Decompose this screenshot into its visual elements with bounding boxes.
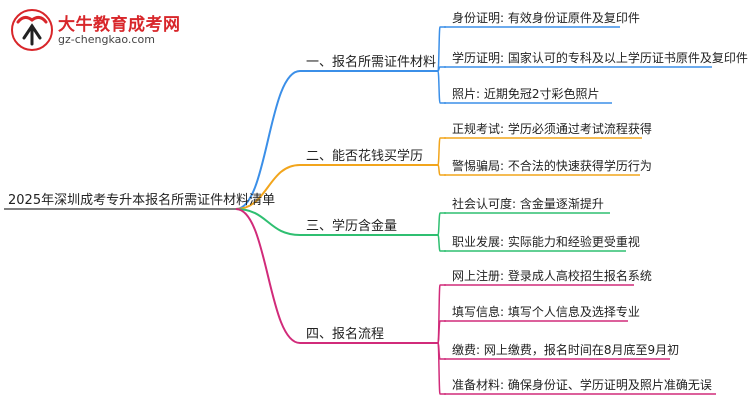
branch-1-leaf-2-label: 学历证明: 国家认可的专科及以上学历证书原件及复印件 bbox=[452, 50, 748, 65]
root-to-branch-4-connector bbox=[235, 208, 301, 344]
branch-2-label: 二、能否花钱买学历 bbox=[306, 148, 423, 164]
mind-map-nodes: 2025年深圳成考专升本报名所需证件材料清单 一、报名所需证件材料 身份证明: 有效… bbox=[8, 10, 748, 392]
root-to-branch-1-connector bbox=[235, 70, 301, 210]
branch-4-leaf-2-label: 填写信息: 填写个人信息及选择专业 bbox=[452, 304, 640, 319]
root-to-branch-2-connector bbox=[235, 164, 301, 210]
branch-1-leaf-1-label: 身份证明: 有效身份证原件及复印件 bbox=[452, 10, 640, 25]
branch-2-leaf-2-connector bbox=[437, 164, 446, 176]
branch-2-leaf-1-connector bbox=[437, 137, 446, 166]
branch-1-leaf-3-connector bbox=[437, 70, 446, 104]
branch-4-leaf-2-connector bbox=[437, 320, 446, 344]
branch-3-label: 三、学历含金量 bbox=[306, 218, 397, 234]
branch-2-leaf-1-label: 正规考试: 学历必须通过考试流程获得 bbox=[452, 121, 652, 136]
branch-4-leaf-1-label: 网上注册: 登录成人高校招生报名系统 bbox=[452, 268, 652, 283]
site-logo: 大牛教育成考网 gz-chengkao.com bbox=[10, 8, 180, 52]
bull-logo-icon bbox=[11, 9, 53, 51]
root-node-label: 2025年深圳成考专升本报名所需证件材料清单 bbox=[8, 192, 275, 208]
branch-3-leaf-1-connector bbox=[437, 212, 446, 236]
branch-1-leaf-3-label: 照片: 近期免冠2寸彩色照片 bbox=[452, 86, 600, 101]
logo-url: gz-chengkao.com bbox=[58, 33, 155, 46]
branch-3-leaf-2-label: 职业发展: 实际能力和经验更受重视 bbox=[452, 234, 640, 249]
branch-4-label: 四、报名流程 bbox=[306, 326, 384, 342]
logo-name: 大牛教育成考网 bbox=[58, 15, 181, 35]
root-to-branch-3-connector bbox=[235, 208, 301, 236]
branch-4-leaf-4-connector bbox=[437, 342, 446, 395]
branch-1-label: 一、报名所需证件材料 bbox=[306, 54, 436, 70]
branch-1-leaf-1-connector bbox=[437, 26, 446, 72]
branch-3-leaf-1-label: 社会认可度: 含金量逐渐提升 bbox=[452, 196, 604, 211]
mind-map-edges bbox=[4, 26, 716, 395]
branch-3-leaf-2-connector bbox=[437, 234, 446, 252]
branch-4-leaf-3-label: 缴费: 网上缴费，报名时间在8月底至9月初 bbox=[452, 342, 679, 357]
branch-4-leaf-4-label: 准备材料: 确保身份证、学历证明及照片准确无误 bbox=[452, 377, 712, 392]
branch-2-leaf-2-label: 警惕骗局: 不合法的快速获得学历行为 bbox=[452, 158, 652, 173]
